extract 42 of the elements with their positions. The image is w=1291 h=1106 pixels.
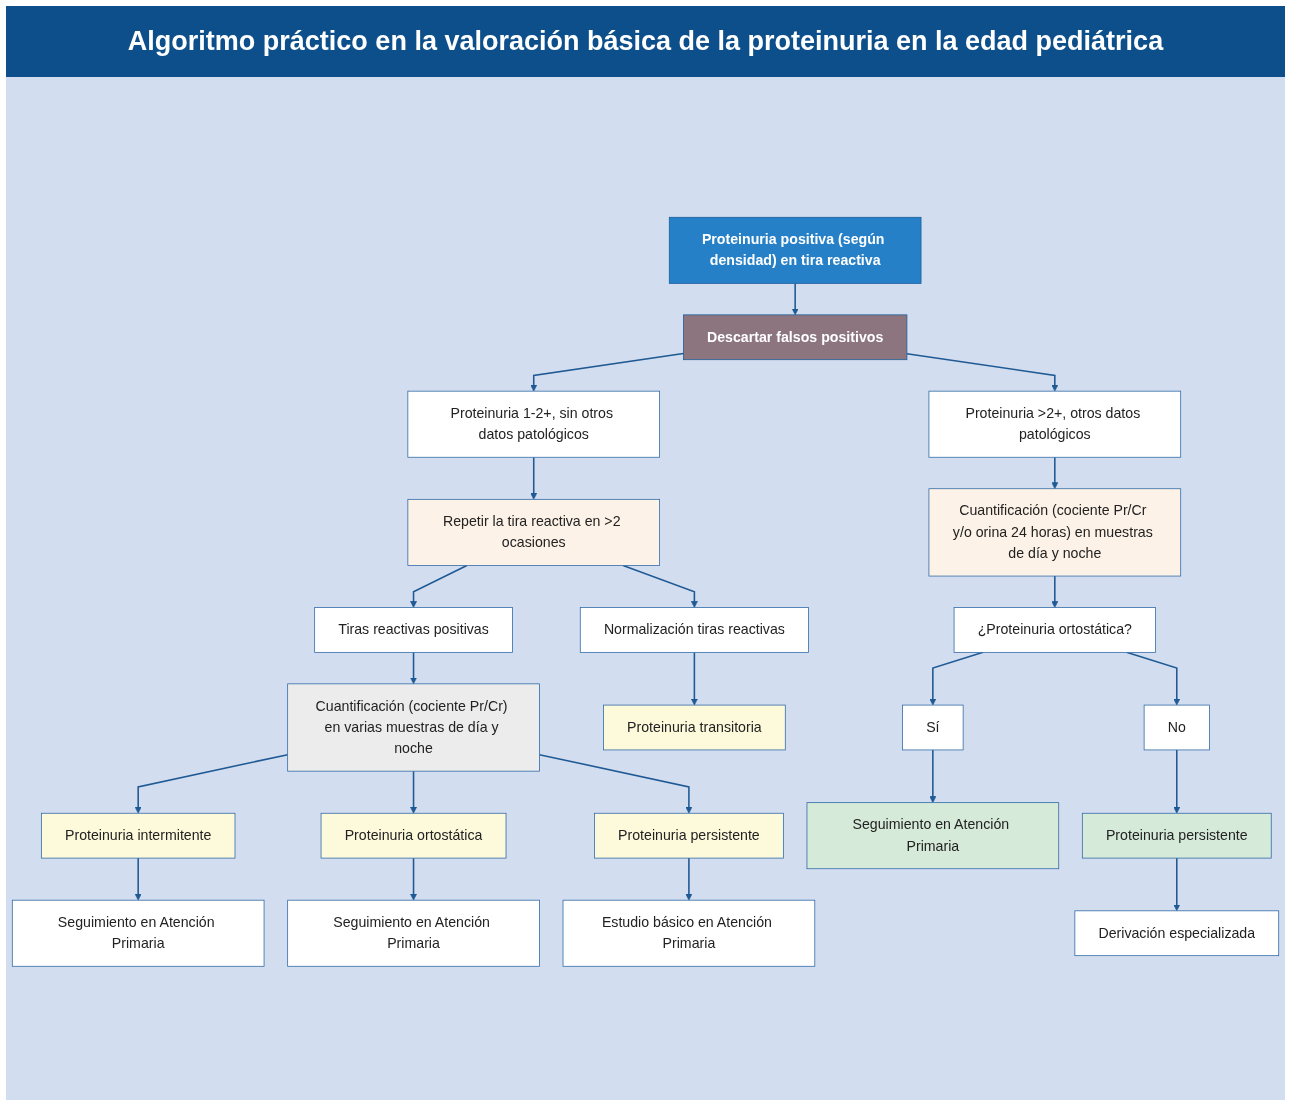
node-box: Descartar falsos positivos: [683, 314, 908, 361]
arrow: [538, 754, 693, 814]
node-box: Proteinuria persistente: [594, 813, 784, 859]
node-box: Seguimiento en Atención Primaria: [287, 900, 540, 967]
arrow: [530, 353, 685, 392]
node-box: Sí: [902, 704, 964, 751]
arrow: [1173, 749, 1181, 814]
node-box: Proteinuria 1-2+, sin otros datos patológicos: [407, 390, 660, 458]
node-box: Cuantificación (cociente Pr/Cr) en varias muestras de día y noche: [287, 683, 540, 772]
arrow: [530, 456, 538, 500]
node-box: Derivación especializada: [1074, 910, 1280, 957]
arrow: [1051, 456, 1059, 490]
arrow: [685, 857, 693, 901]
arrow: [134, 857, 142, 901]
arrow: [791, 282, 799, 316]
node-box: Proteinuria >2+, otros datos patológicos: [928, 390, 1182, 458]
node-box: Tiras reactivas positivas: [314, 607, 513, 653]
node-box: Proteinuria ortostática: [320, 813, 507, 859]
node-box: Seguimiento en Atención Primaria: [11, 900, 265, 967]
arrow: [410, 564, 468, 609]
node-box: Seguimiento en Atención Primaria: [806, 802, 1060, 870]
node-box: No: [1143, 704, 1210, 751]
node-box: Cuantificación (cociente Pr/Cr y/o orina 24 horas) en muestras de día y noche: [928, 488, 1182, 577]
arrow: [410, 857, 417, 901]
node-box: Proteinuria transitoria: [603, 704, 786, 751]
arrow: [622, 564, 698, 609]
title: Algoritmo práctico en la valoración básica de la proteinuria en la edad pediátrica: [6, 6, 1285, 77]
node-box: Proteinuria positiva (según densidad) en tira reactiva: [668, 217, 922, 284]
arrow: [906, 353, 1059, 392]
node-box: Proteinuria persistente: [1081, 813, 1272, 859]
arrow: [690, 651, 698, 706]
arrow: [1173, 857, 1181, 912]
arrow: [1051, 575, 1059, 609]
arrow: [410, 651, 417, 685]
node-box: Proteinuria intermitente: [40, 813, 236, 859]
node-box: Normalización tiras reactivas: [579, 607, 809, 653]
node-box: Repetir la tira reactiva en >2 ocasiones: [407, 499, 660, 567]
node-box: ¿Proteinuria ortostática?: [953, 607, 1156, 653]
arrow: [134, 754, 289, 814]
node-box: Estudio básico en Atención Primaria: [562, 900, 816, 967]
arrow: [929, 749, 937, 804]
arrow: [410, 770, 417, 814]
